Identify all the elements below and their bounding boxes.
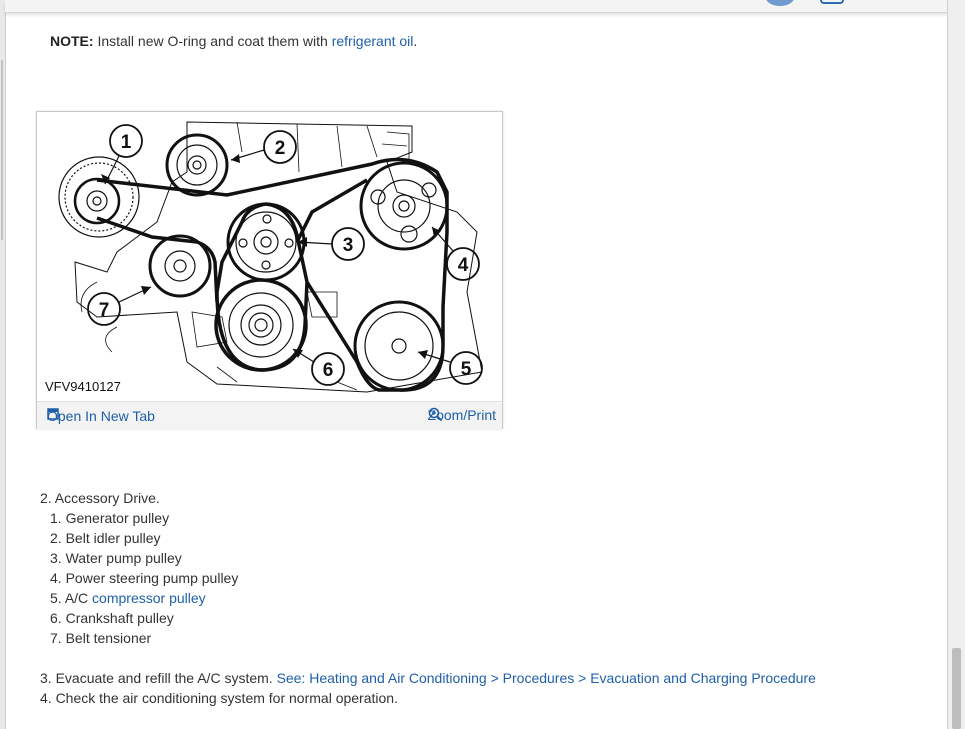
zoom-icon [428, 407, 442, 422]
figure-caption: VFV9410127 [45, 379, 121, 394]
note-paragraph: NOTE: Install new O-ring and coat them w… [50, 33, 417, 49]
item-text: Generator pulley [65, 510, 170, 526]
list-item: 3. Water pump pulley [40, 548, 816, 568]
list-item: 6. Crankshaft pulley [40, 608, 816, 628]
page-header [5, 0, 947, 13]
callout-4: 4 [458, 255, 469, 276]
user-avatar[interactable] [765, 0, 795, 6]
callout-5: 5 [461, 359, 472, 380]
left-panel-edge [0, 0, 6, 729]
list-item: 4. Power steering pump pulley [40, 568, 816, 588]
zoom-print-button[interactable]: Zoom/Print [428, 407, 496, 423]
scrollbar-thumb[interactable] [952, 648, 961, 729]
callout-7: 7 [99, 300, 110, 321]
item-text: A/C [64, 590, 89, 606]
left-divider-segment [1, 60, 3, 240]
procedure-steps: 2. Accessory Drive. 1. Generator pulley … [40, 488, 816, 708]
evacuation-procedure-link[interactable]: See: Heating and Air Conditioning > Proc… [276, 670, 816, 686]
item-number: 2. [50, 530, 62, 546]
item-number: 4. [50, 570, 62, 586]
note-end: . [413, 33, 418, 49]
item-number: 1. [50, 510, 62, 526]
right-rail [947, 0, 965, 729]
accessory-drive-figure: 1 2 3 4 5 6 7 VFV9410127 Open In New Tab… [36, 111, 503, 429]
open-in-new-tab-button[interactable]: Open In New Tab [47, 408, 155, 424]
vertical-scrollbar[interactable] [949, 0, 963, 729]
refrigerant-oil-link[interactable]: refrigerant oil [331, 33, 414, 49]
list-item: 1. Generator pulley [40, 508, 816, 528]
item-text: Crankshaft pulley [65, 610, 174, 626]
bookmark-icon[interactable] [820, 0, 844, 4]
item-text: Water pump pulley [65, 550, 182, 566]
callout-3: 3 [343, 235, 354, 256]
step-2: 2. Accessory Drive. [40, 490, 160, 506]
item-number: 6. [50, 610, 62, 626]
item-number: 7. [50, 630, 62, 646]
step-3: 3. Evacuate and refill the A/C system. S… [40, 668, 816, 688]
open-tab-icon [47, 408, 59, 420]
callout-2: 2 [275, 138, 286, 159]
zoom-print-label: Zoom/Print [427, 407, 496, 423]
list-item: 2. Belt idler pulley [40, 528, 816, 548]
list-item: 5. A/C compressor pulley [40, 588, 816, 608]
list-item: 7. Belt tensioner [40, 628, 816, 648]
step-4: 4. Check the air conditioning system for… [40, 690, 398, 706]
callout-6: 6 [323, 360, 334, 381]
open-in-new-tab-label: Open In New Tab [47, 408, 155, 424]
note-label: NOTE: [50, 33, 94, 49]
item-text: Belt tensioner [65, 630, 152, 646]
item-text: Belt idler pulley [65, 530, 161, 546]
spacer [40, 648, 816, 668]
item-number: 3. [50, 550, 62, 566]
belt-diagram[interactable]: 1 2 3 4 5 6 7 [37, 112, 502, 401]
compressor-pulley-link[interactable]: compressor pulley [92, 590, 206, 606]
figure-footer: Open In New Tab Zoom/Print [37, 401, 502, 429]
callout-1: 1 [121, 132, 132, 153]
step-3-text: 3. Evacuate and refill the A/C system. [40, 670, 273, 686]
note-text: Install new O-ring and coat them with [97, 33, 328, 49]
item-number: 5. [50, 590, 62, 606]
item-text: Power steering pump pulley [65, 570, 239, 586]
